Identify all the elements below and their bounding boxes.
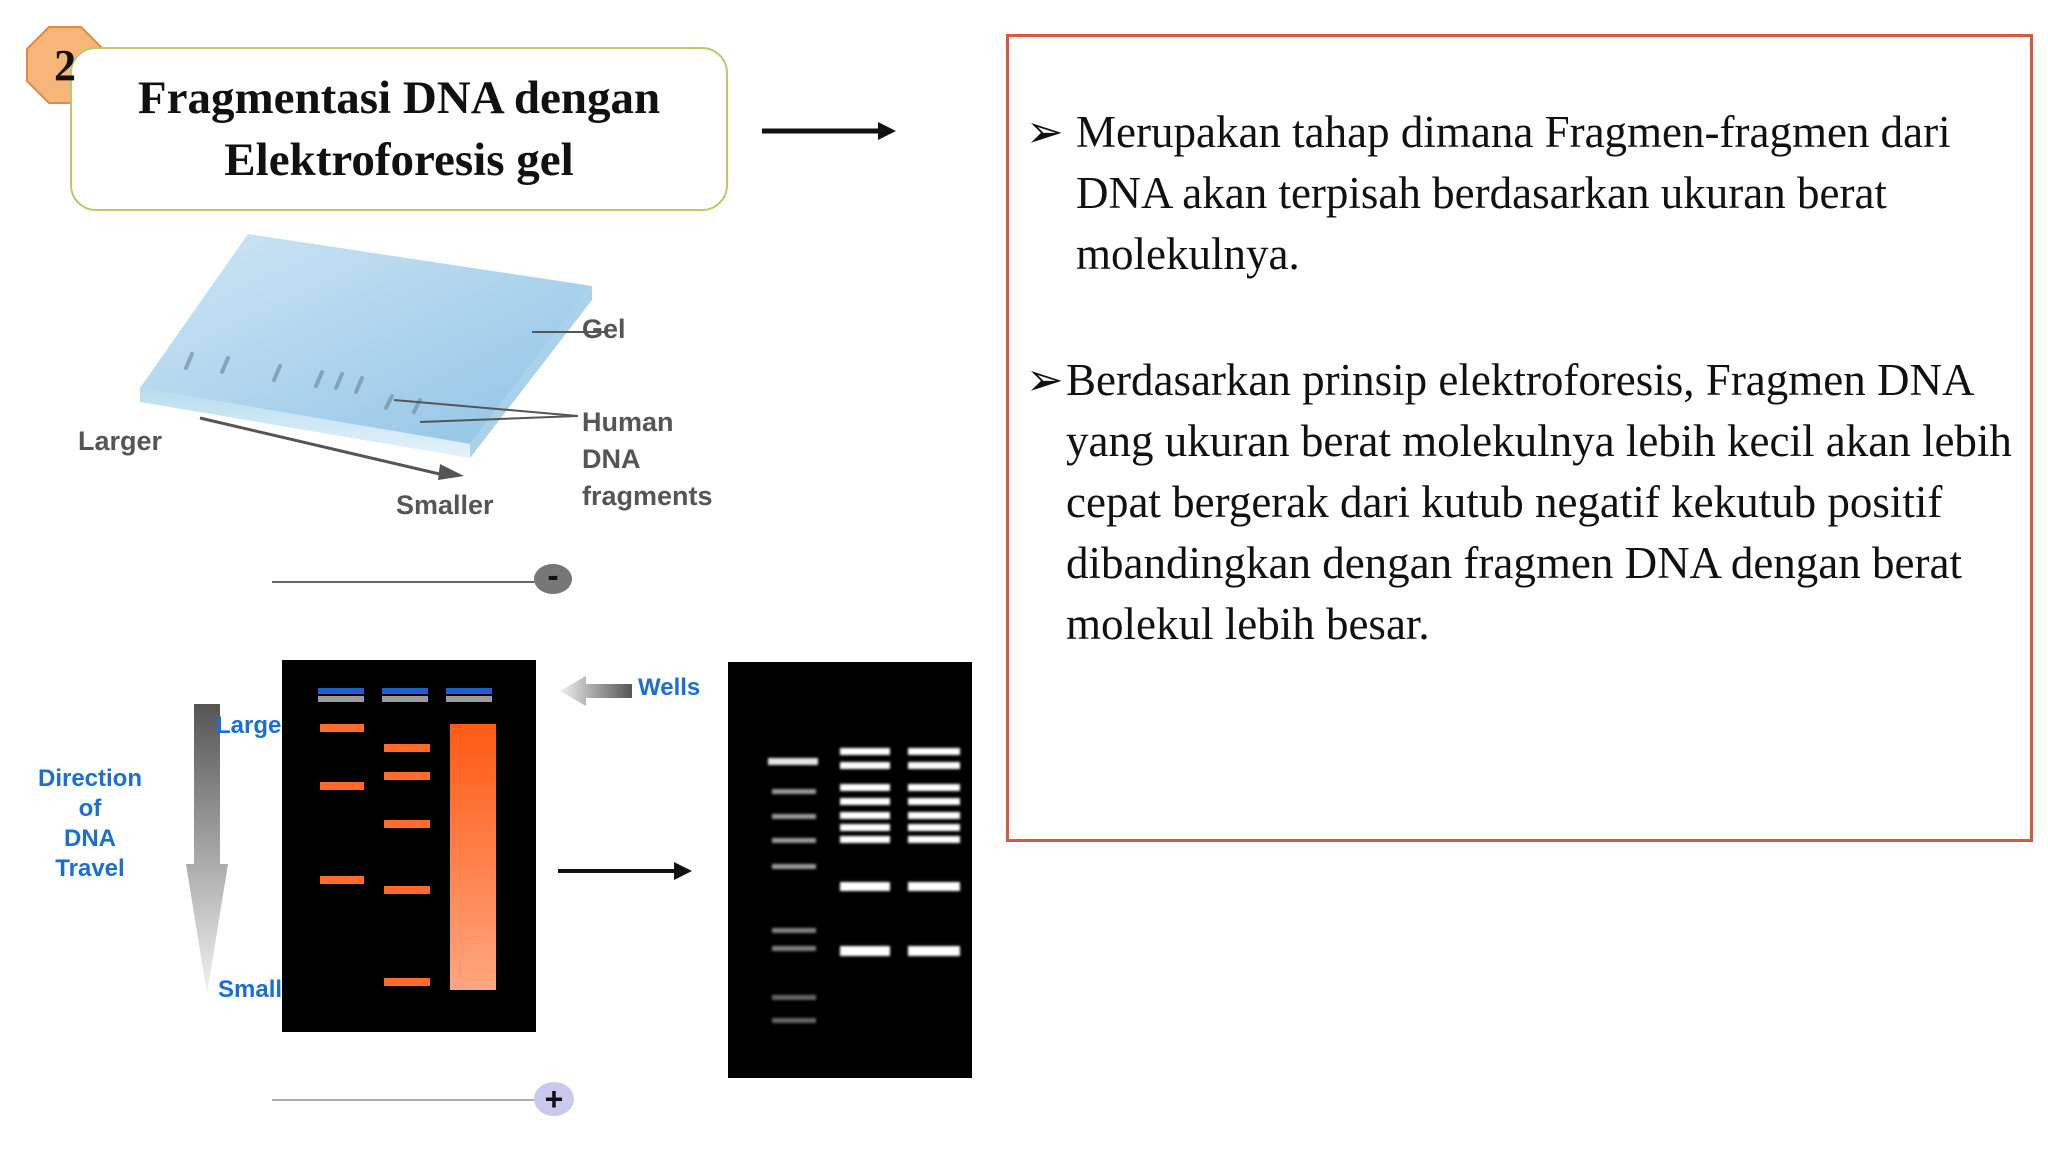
direction-label-line: Travel [55,855,125,882]
small-label: Small [218,976,282,1003]
gel-lanes-diagram [282,660,536,1032]
gel-label: Gel [582,314,626,344]
gel-photo [728,662,972,1078]
bullet-1: ➢ Merupakan tahap dimana Fragmen-fragmen… [1026,102,2016,285]
larger-label: Larger [78,426,163,456]
fragments-label: Human DNA fragments [582,404,713,515]
gel-slab-illustration [140,234,608,476]
wells-arrow-icon [560,676,632,706]
direction-arrow-icon [186,704,228,994]
large-label: Large [216,712,282,739]
arrow-head-icon [438,464,464,480]
smaller-label: Smaller [396,490,494,520]
direction-label: Direction of DNA Travel [30,764,150,884]
arrow-right-icon [558,862,692,880]
title-box: Fragmentasi DNA dengan Elektroforesis ge… [70,47,728,211]
negative-electrode-icon: - [534,559,572,594]
fragments-label-line: fragments [582,481,713,511]
bullet-arrow-icon: ➢ [1026,355,1064,405]
bullet-arrow-icon: ➢ [1026,107,1064,157]
positive-electrode-icon: + [534,1082,574,1116]
title-line-2: Elektroforesis gel [224,134,574,186]
fragments-label-line: DNA [582,444,641,474]
bullet-text: Merupakan tahap dimana Fragmen-fragmen d… [1076,107,1951,279]
negative-electrode-wire [272,581,540,583]
bullet-2: ➢ Berdasarkan prinsip elektroforesis, Fr… [1026,350,2016,655]
bullet-text: Berdasarkan prinsip elektroforesis, Frag… [1066,355,2012,649]
fragments-label-line: Human [582,407,674,437]
direction-label-line: of [78,795,102,822]
slide-title: Fragmentasi DNA dengan Elektroforesis ge… [138,67,660,191]
step-number: 2 [54,40,76,90]
arrow-right-icon [762,122,896,140]
wells-label: Wells [638,674,701,701]
direction-label-line: Direction [37,765,142,792]
title-line-1: Fragmentasi DNA dengan [137,72,661,124]
direction-label-line: DNA [64,825,116,852]
positive-electrode-wire [272,1099,536,1101]
info-box [1006,34,2033,842]
